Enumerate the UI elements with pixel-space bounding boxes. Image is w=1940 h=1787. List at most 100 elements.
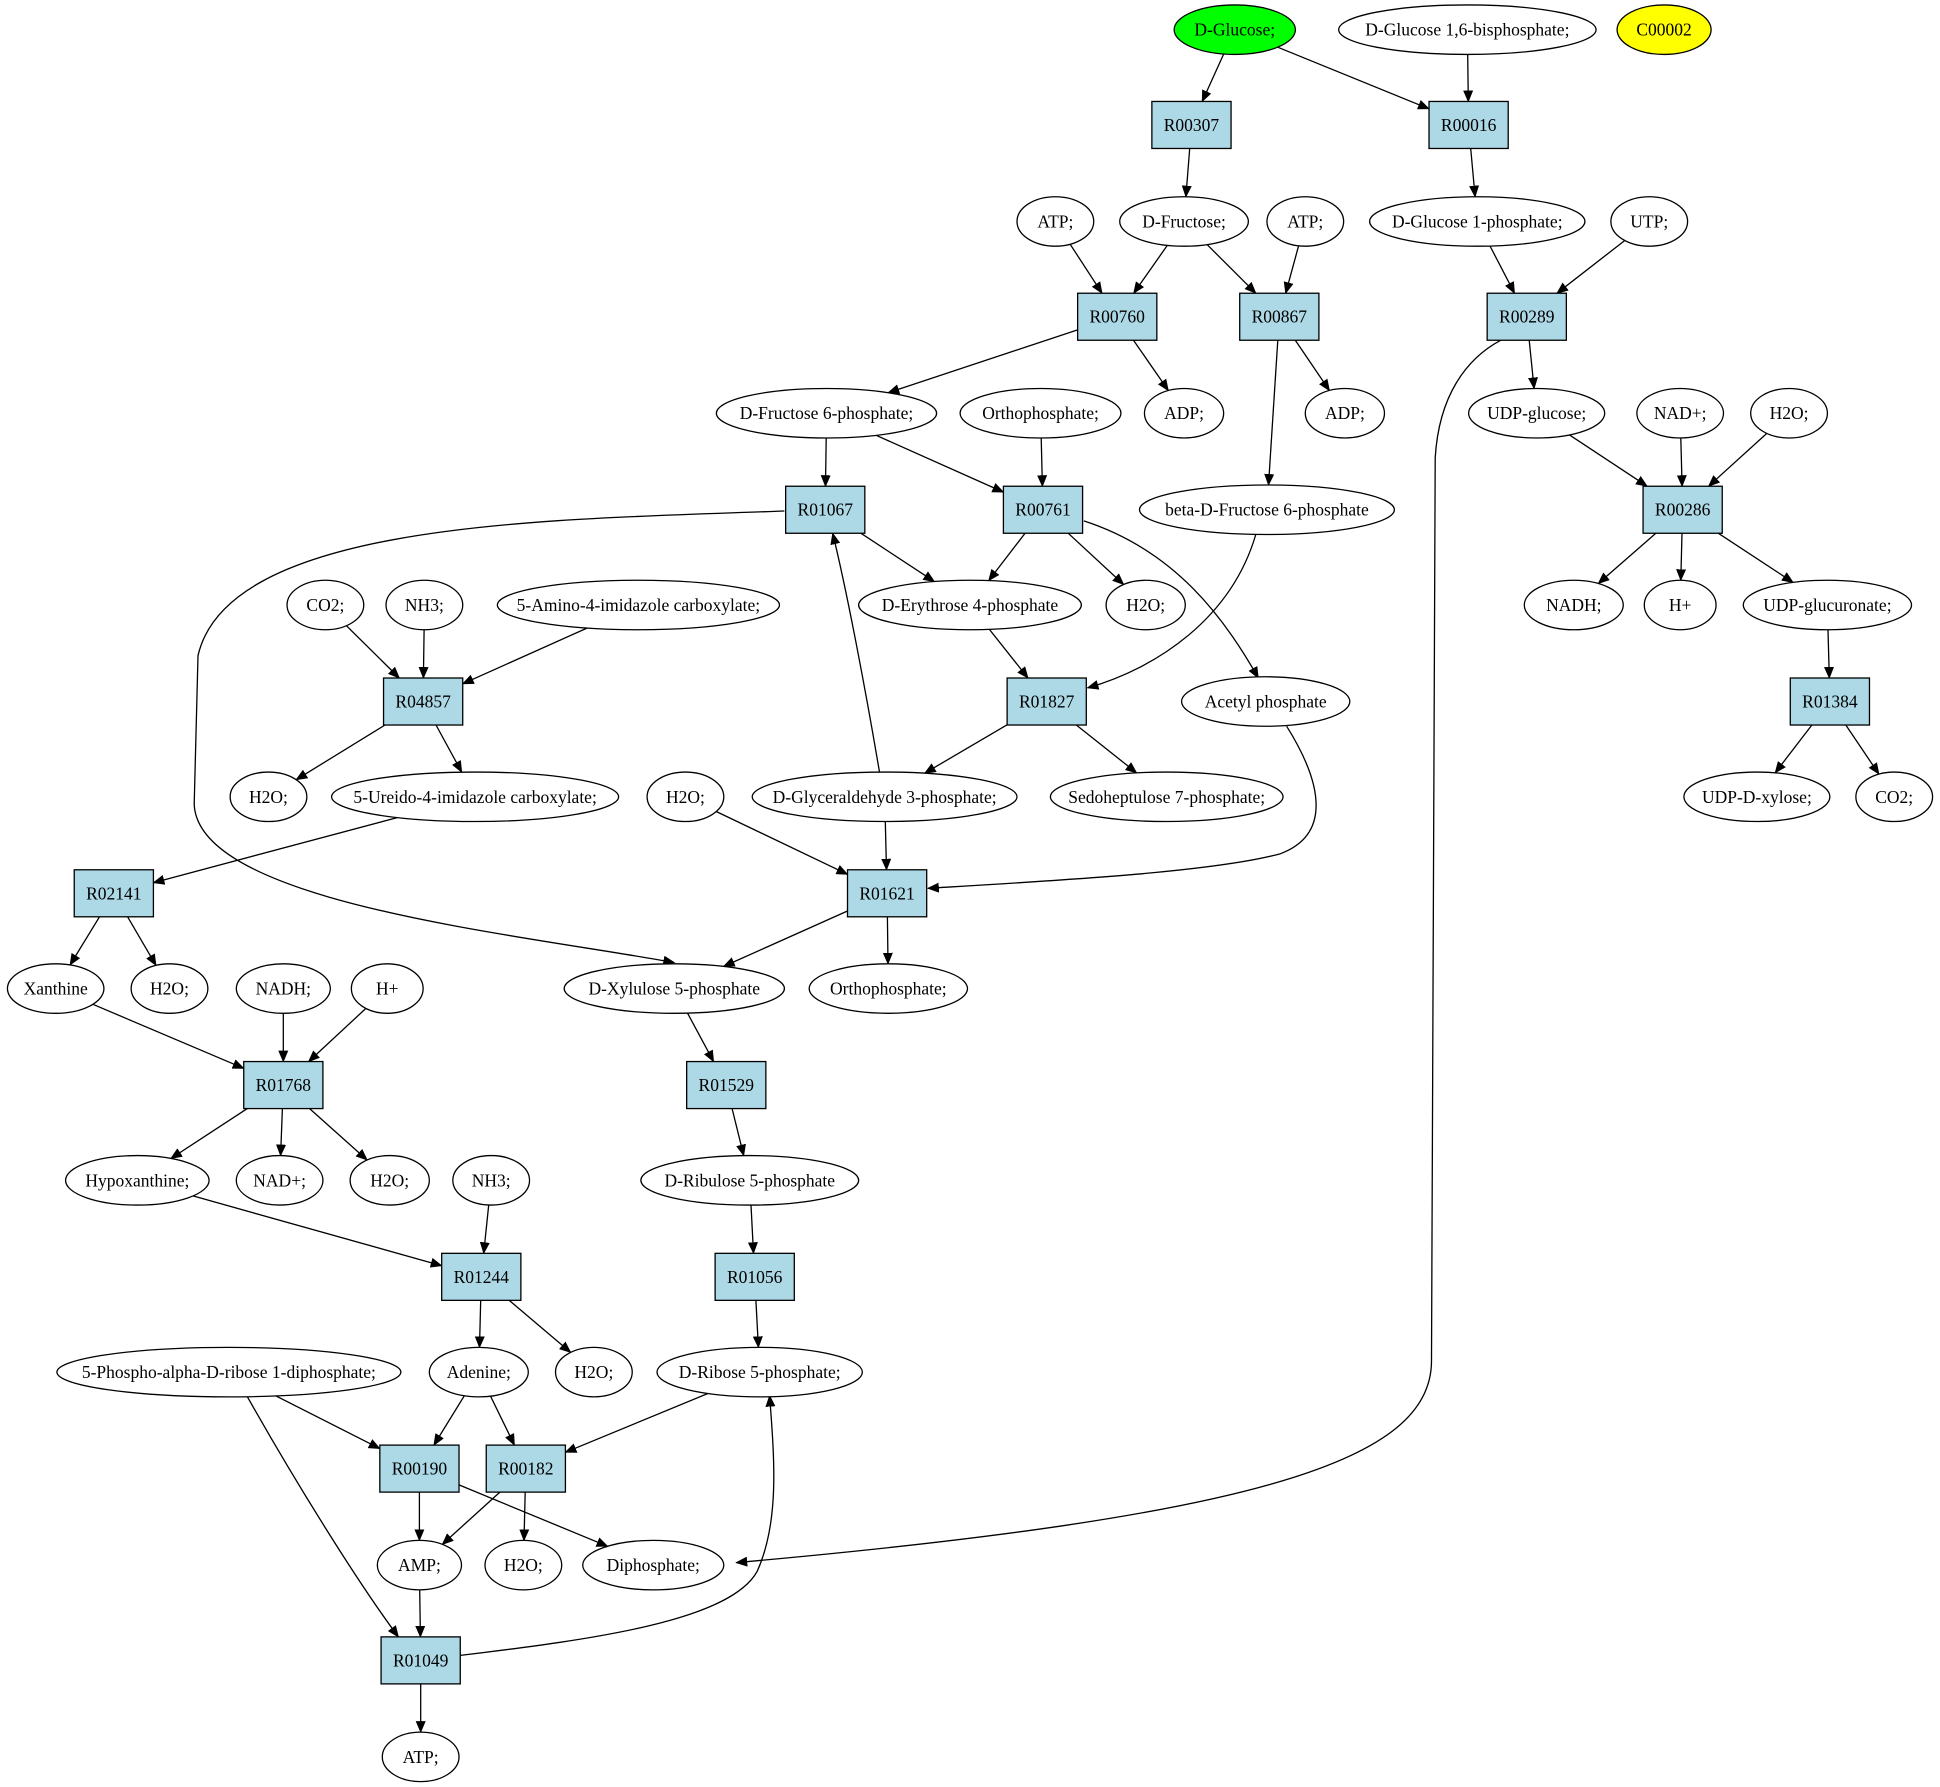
edge-R01827-to-s7p: [1075, 724, 1138, 774]
compound-node-h2o2[interactable]: H2O;: [1105, 579, 1186, 631]
compound-node-g3p[interactable]: D-Glyceraldehyde 3-phosphate;: [751, 771, 1018, 823]
reaction-label: R01827: [1019, 692, 1075, 712]
compound-node-h2o6[interactable]: H2O;: [349, 1154, 430, 1206]
compound-node-h2o5[interactable]: H2O;: [130, 963, 209, 1014]
edge-R00760-to-f6p: [887, 329, 1078, 394]
compound-node-fructose[interactable]: D-Fructose;: [1119, 196, 1250, 247]
reaction-node-r01056[interactable]: R01056: [714, 1252, 795, 1301]
compound-label: H+: [1669, 595, 1692, 615]
compound-node-f6p[interactable]: D-Fructose 6-phosphate;: [715, 387, 938, 439]
reaction-node-r00760[interactable]: R00760: [1076, 292, 1158, 341]
compound-node-hplus1[interactable]: H+: [1643, 579, 1717, 631]
compound-label: NAD+;: [1654, 403, 1707, 423]
compound-node-xan[interactable]: Xanthine: [6, 963, 105, 1014]
compound-node-uica[interactable]: 5-Ureido-4-imidazole carboxylate;: [330, 771, 620, 823]
compound-node-e4p[interactable]: D-Erythrose 4-phosphate: [857, 579, 1083, 631]
edge-R01768-to-hyp: [170, 1108, 248, 1160]
compound-ellipse: [286, 579, 365, 631]
compound-node-adp1[interactable]: ADP;: [1143, 387, 1225, 439]
compound-ellipse: [496, 579, 781, 631]
compound-node-nadp1[interactable]: NAD+;: [1636, 387, 1725, 439]
compound-node-co2b[interactable]: CO2;: [1855, 771, 1934, 823]
compound-node-ppi[interactable]: Diphosphate;: [582, 1539, 725, 1591]
compound-label: Sedoheptulose 7-phosphate;: [1068, 787, 1265, 807]
compound-node-utp[interactable]: UTP;: [1610, 196, 1689, 247]
edge-R00760-to-adp1: [1132, 339, 1169, 392]
compound-node-nh3a[interactable]: NH3;: [385, 579, 464, 631]
reaction-node-r01244[interactable]: R01244: [441, 1252, 522, 1301]
compound-ellipse: [1610, 196, 1689, 247]
compound-node-c00002[interactable]: C00002: [1616, 4, 1712, 56]
compound-node-ru5p[interactable]: D-Ribulose 5-phosphate: [640, 1154, 860, 1206]
compound-ellipse: [1180, 676, 1351, 727]
edge-R01244-to-h2o7: [508, 1299, 572, 1354]
compound-node-h2o7[interactable]: H2O;: [554, 1346, 633, 1398]
compound-node-nh3b[interactable]: NH3;: [452, 1154, 531, 1206]
compound-node-acp[interactable]: Acetyl phosphate: [1180, 676, 1351, 727]
compound-node-pi2[interactable]: Orthophosphate;: [808, 963, 969, 1014]
edge-R00307-to-fructose: [1181, 148, 1192, 198]
compound-node-udpgca[interactable]: UDP-glucuronate;: [1742, 579, 1913, 631]
reaction-node-r01768[interactable]: R01768: [243, 1060, 324, 1110]
reaction-node-r00761[interactable]: R00761: [1002, 485, 1084, 534]
compound-label: ATP;: [1287, 211, 1323, 231]
reaction-node-r00286[interactable]: R00286: [1642, 485, 1723, 534]
compound-node-g1p[interactable]: D-Glucose 1-phosphate;: [1368, 196, 1586, 247]
compound-label: H2O;: [504, 1555, 543, 1575]
compound-node-x5p[interactable]: D-Xylulose 5-phosphate: [563, 963, 786, 1014]
compound-label: D-Fructose 6-phosphate;: [740, 403, 914, 423]
compound-label: D-Ribulose 5-phosphate: [664, 1170, 835, 1190]
compound-label: H2O;: [574, 1362, 613, 1382]
reaction-node-r01067[interactable]: R01067: [785, 485, 866, 534]
edge-R01621-to-x5p: [722, 910, 848, 967]
compound-node-hyp[interactable]: Hypoxanthine;: [64, 1154, 210, 1206]
reaction-node-r00182[interactable]: R00182: [485, 1444, 567, 1493]
compound-node-pi1[interactable]: Orthophosphate;: [959, 387, 1122, 439]
compound-node-bf6p[interactable]: beta-D-Fructose 6-phosphate: [1138, 484, 1396, 536]
compound-node-adp2[interactable]: ADP;: [1304, 387, 1386, 439]
compound-node-h2o1[interactable]: H2O;: [1750, 387, 1829, 439]
edge-R00286-to-udpgca: [1718, 532, 1794, 583]
compound-node-nadp2[interactable]: NAD+;: [235, 1154, 324, 1206]
reaction-node-r04857[interactable]: R04857: [382, 677, 464, 726]
compound-node-h2o4[interactable]: H2O;: [646, 771, 725, 823]
compound-node-nadh2[interactable]: NADH;: [235, 963, 331, 1014]
reaction-node-r00289[interactable]: R00289: [1486, 292, 1568, 341]
compound-node-atp3[interactable]: ATP;: [381, 1731, 460, 1783]
compound-node-atp1[interactable]: ATP;: [1016, 196, 1095, 247]
reaction-node-r00307[interactable]: R00307: [1151, 100, 1232, 150]
compound-node-hplus2[interactable]: H+: [350, 963, 424, 1014]
compound-node-r5p[interactable]: D-Ribose 5-phosphate;: [656, 1346, 864, 1398]
compound-node-s7p[interactable]: Sedoheptulose 7-phosphate;: [1049, 771, 1284, 823]
reaction-node-r01529[interactable]: R01529: [686, 1060, 767, 1110]
reaction-node-r01049[interactable]: R01049: [380, 1636, 461, 1685]
compound-node-prpp[interactable]: 5-Phospho-alpha-D-ribose 1-diphosphate;: [56, 1346, 402, 1398]
reaction-node-r00867[interactable]: R00867: [1239, 292, 1320, 341]
edge-R00289-to-udpglc: [1528, 340, 1538, 390]
compound-node-h2o8[interactable]: H2O;: [484, 1539, 563, 1591]
compound-node-amp[interactable]: AMP;: [376, 1539, 463, 1591]
compound-node-atp2[interactable]: ATP;: [1266, 196, 1345, 247]
compound-node-ade[interactable]: Adenine;: [428, 1346, 529, 1398]
compound-node-aica[interactable]: 5-Amino-4-imidazole carboxylate;: [496, 579, 781, 631]
compound-label: D-Fructose;: [1142, 211, 1226, 231]
edge-nh3b-to-R01244: [479, 1204, 490, 1255]
compound-node-glucose[interactable]: D-Glucose;: [1173, 4, 1297, 56]
reaction-node-r02141[interactable]: R02141: [73, 869, 155, 918]
compound-node-nadh1[interactable]: NADH;: [1523, 579, 1624, 631]
compound-node-udpxyl[interactable]: UDP-D-xylose;: [1683, 771, 1831, 823]
compound-node-udpglc[interactable]: UDP-glucose;: [1467, 387, 1606, 439]
reaction-box: [1486, 292, 1568, 341]
reaction-node-r00016[interactable]: R00016: [1428, 100, 1509, 150]
reaction-node-r01621[interactable]: R01621: [846, 869, 928, 918]
reaction-node-r00190[interactable]: R00190: [379, 1444, 460, 1493]
reaction-node-r01827[interactable]: R01827: [1006, 677, 1087, 726]
compound-label: NAD+;: [253, 1170, 306, 1190]
compound-label: H2O;: [249, 787, 288, 807]
edge-R04857-to-uica: [435, 724, 463, 773]
reaction-node-r01384[interactable]: R01384: [1789, 677, 1871, 726]
compound-node-co2a[interactable]: CO2;: [286, 579, 365, 631]
compound-node-g16bp[interactable]: D-Glucose 1,6-bisphosphate;: [1338, 4, 1597, 56]
compound-node-h2o3[interactable]: H2O;: [229, 771, 308, 823]
compound-label: D-Glucose 1,6-bisphosphate;: [1365, 20, 1569, 40]
